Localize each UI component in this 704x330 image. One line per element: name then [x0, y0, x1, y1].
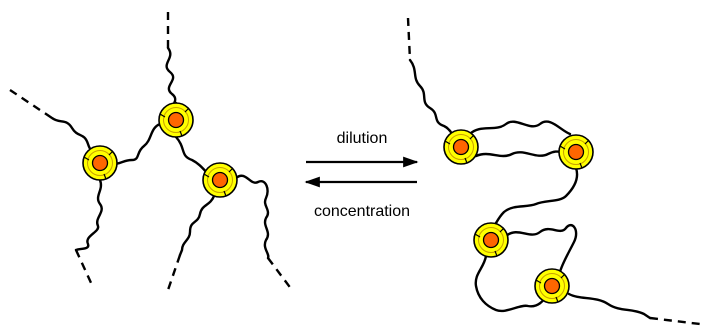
chain-end-dashed: [166, 254, 182, 291]
micelle-node: [473, 222, 509, 258]
network-diluted: [406, 17, 701, 326]
polymer-chain: [178, 194, 216, 257]
micelle-node: [558, 134, 594, 170]
polymer-chain: [74, 178, 103, 252]
polymer-chain: [468, 120, 572, 136]
polymer-chain: [567, 292, 652, 320]
chain-end-dashed: [9, 89, 53, 119]
polymer-chain: [165, 46, 178, 105]
polymer-chain: [234, 174, 270, 260]
chain-end-dashed: [74, 249, 94, 286]
polymer-chain: [474, 254, 548, 313]
polymer-chain: [492, 166, 579, 228]
micelle-node: [443, 129, 479, 165]
reverse-label: concentration: [314, 203, 410, 220]
polymer-chain: [504, 223, 578, 274]
polymer-chain: [112, 122, 162, 166]
polymer-chain: [474, 150, 566, 158]
equilibrium-arrows: dilution concentration: [304, 130, 419, 220]
polymer-chain: [50, 116, 95, 152]
micelle-node: [158, 102, 194, 138]
micelle-node: [534, 268, 570, 304]
micelle-node: [202, 162, 238, 198]
network-concentrated: [9, 12, 293, 291]
micelle-node: [82, 145, 118, 181]
chain-end-dashed: [649, 316, 701, 326]
polymer-chain: [408, 58, 456, 138]
forward-label: dilution: [337, 130, 388, 147]
chain-end-dashed: [406, 17, 412, 61]
chain-end-dashed: [267, 257, 293, 291]
